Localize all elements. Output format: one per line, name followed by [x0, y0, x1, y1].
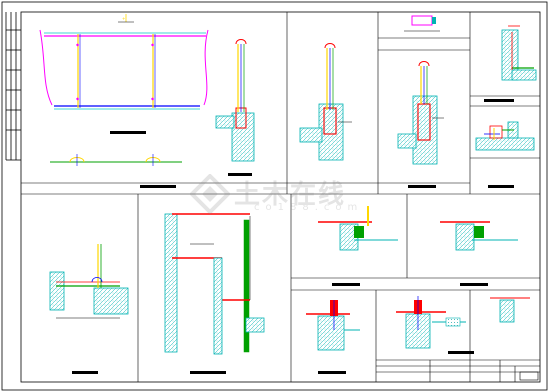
detail-1-drawing [215, 39, 255, 162]
caption-detail-4 [484, 98, 516, 103]
caption-detail-9 [460, 282, 490, 287]
svg-text:◆: ◆ [76, 96, 80, 101]
svg-text:+: + [122, 16, 125, 21]
caption-detail-7 [190, 370, 228, 375]
detail-3-header-mark [404, 15, 440, 32]
detail-9-drawing [440, 221, 518, 251]
detail-8-drawing [318, 206, 398, 251]
caption-detail-3 [408, 184, 438, 189]
caption-detail-10 [318, 370, 348, 375]
title-block [519, 371, 539, 381]
detail-2-drawing [299, 43, 352, 161]
detail-3-drawing [397, 61, 444, 165]
caption-detail-8 [332, 282, 362, 287]
panel-grid [21, 12, 540, 382]
caption-detail-1 [228, 172, 254, 177]
caption-detail-11 [448, 350, 476, 355]
detail-5-drawing [475, 121, 535, 151]
detail-11-drawing [396, 296, 466, 349]
detail-6-drawing [49, 244, 129, 319]
svg-text:◆: ◆ [76, 42, 80, 47]
caption-detail-2 [140, 184, 178, 189]
caption-detail-6 [72, 370, 100, 375]
detail-7-drawing [164, 213, 265, 355]
detail-10-drawing [306, 300, 360, 351]
svg-text:◆: ◆ [151, 96, 155, 101]
detail-12-drawing [490, 297, 530, 323]
caption-detail-5 [488, 184, 516, 189]
detail-4-drawing [501, 25, 537, 81]
caption-railing-elevation [110, 130, 148, 135]
svg-text:◆: ◆ [151, 42, 155, 47]
railing-elevation-drawing: + ◆ ◆ ◆ ◆ [39, 14, 209, 166]
